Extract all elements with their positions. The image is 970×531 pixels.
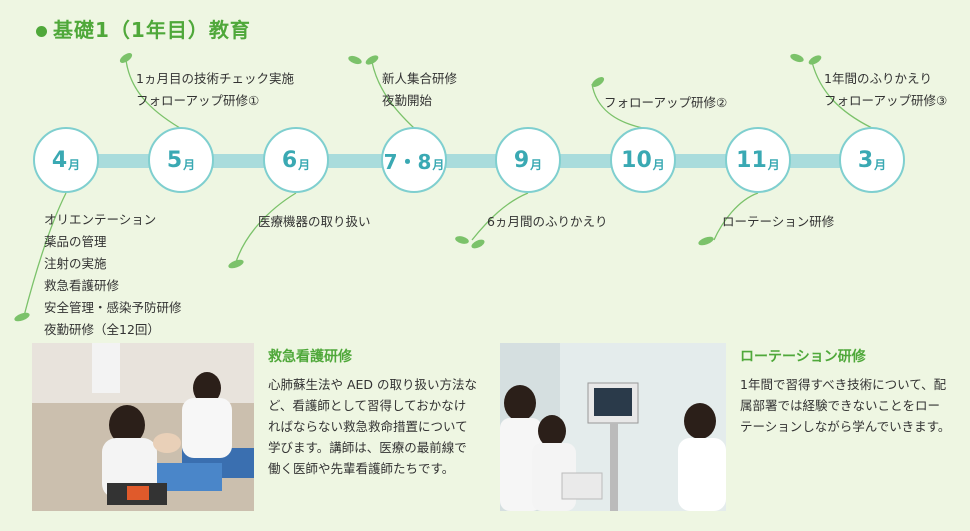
event-jun: 医療機器の取り扱い [258,214,371,229]
section-title-rotation: ローテーション研修 [740,349,866,365]
leaf-icon [790,53,804,63]
event-mar: 1年間のふりかえり フォローアップ研修③ [824,71,948,108]
leaf-icon [455,236,469,244]
section-title-emergency: 救急看護研修 [268,349,352,365]
leaf-icon [348,55,362,65]
leaf-icon [228,259,244,269]
emergency-training-photo [32,343,254,511]
leaf-icon [698,236,714,246]
event-sep: 6ヵ月間のふりかえり [487,214,608,229]
event-oct: フォローアップ研修② [604,95,728,110]
section-body-rotation: 1年間で習得すべき技術について、配属部署では経験できないことをローテーションしな… [740,377,951,434]
page-title: 基礎1（1年目）教育 [36,14,251,43]
event-may: 1ヵ月目の技術チェック実施 フォローアップ研修① [136,71,294,108]
leaf-icon [808,55,822,65]
event-apr: オリエンテーション 薬品の管理 注射の実施 救急看護研修 安全管理・感染予防研修… [44,212,182,337]
leaf-icon [591,77,605,87]
leaf-icon [471,239,485,249]
event-jul-aug: 新人集合研修 夜勤開始 [382,71,458,108]
leaf-icon [119,53,133,63]
leaf-icon [365,55,379,65]
leaf-icon [14,312,30,322]
rotation-training-photo [500,343,726,511]
bullet-dot-icon [36,26,47,37]
event-nov: ローテーション研修 [722,214,835,229]
section-body-emergency: 心肺蘇生法や AED の取り扱い方法など、看護師として習得しておかなければならな… [268,377,478,476]
